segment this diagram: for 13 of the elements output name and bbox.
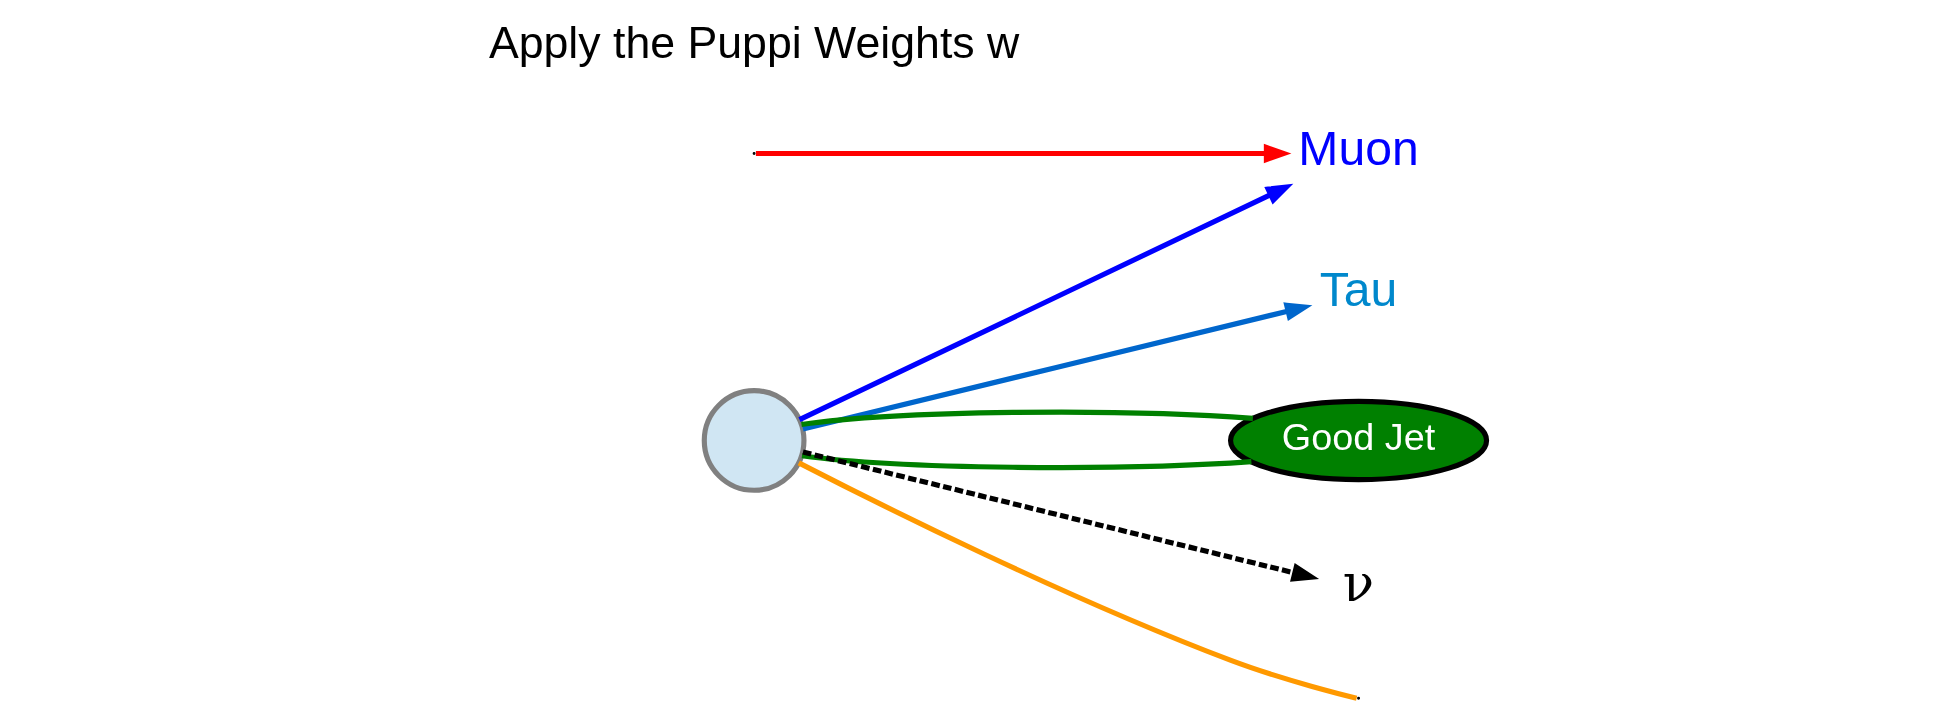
arrow [755, 143, 1291, 164]
node-ellipse: Good Jet [1227, 398, 1489, 483]
node-circle [701, 388, 807, 493]
connector [800, 409, 1253, 428]
node-text: ν [1342, 553, 1374, 614]
node-text: Muon [1297, 121, 1419, 176]
label: Apply the Puppi Weights w [488, 17, 1019, 67]
arrow [801, 449, 1319, 582]
connector [801, 453, 1252, 471]
node-text: Tau [1319, 262, 1397, 317]
arrow [797, 183, 1293, 422]
arrow [801, 302, 1312, 432]
connector [797, 460, 1357, 701]
